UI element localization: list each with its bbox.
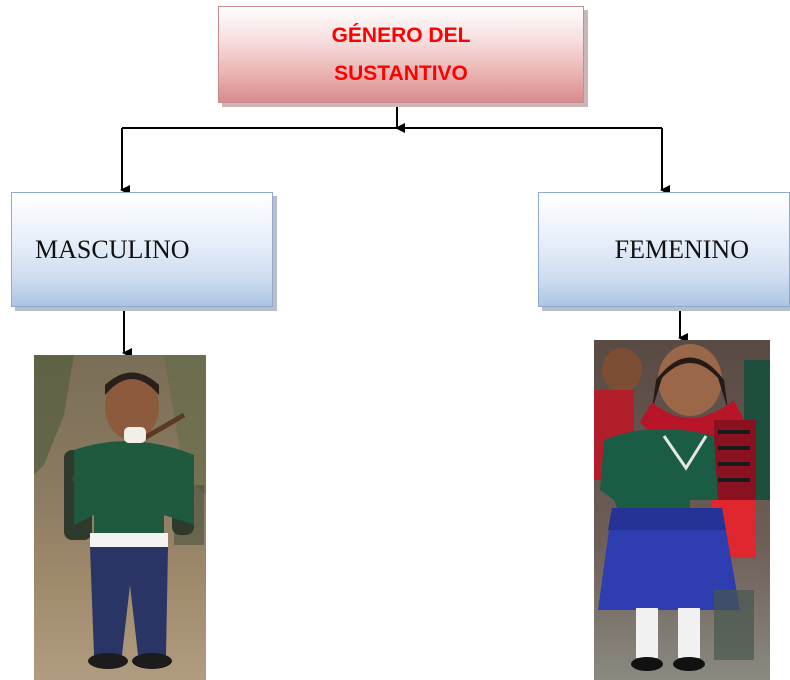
femenino-box: FEMENINO (538, 192, 790, 307)
girl-photo (594, 340, 770, 680)
title-box: GÉNERO DEL SUSTANTIVO (218, 6, 584, 103)
masculino-label: MASCULINO (35, 234, 190, 264)
title-line-2: SUSTANTIVO (334, 61, 468, 85)
masculino-box: MASCULINO (11, 192, 273, 307)
title-line-1: GÉNERO DEL (331, 23, 471, 47)
boy-photo (34, 355, 206, 680)
femenino-label: FEMENINO (614, 234, 749, 264)
